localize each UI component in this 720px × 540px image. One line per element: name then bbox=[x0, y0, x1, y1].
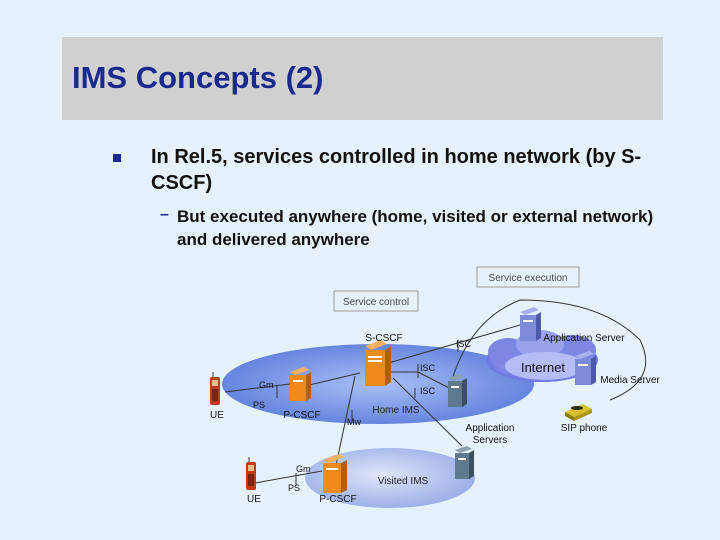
ue-home-phone-icon bbox=[210, 372, 220, 405]
application-server-top-label: Application Server bbox=[543, 333, 625, 344]
application-servers-label-line2: Servers bbox=[473, 435, 507, 446]
service-control-label: Service control bbox=[343, 297, 409, 308]
isc-low-label: ISC bbox=[420, 386, 436, 396]
p-cscf-visited-label: P-CSCF bbox=[319, 494, 356, 505]
sub-bullet-dash-icon: – bbox=[160, 206, 169, 223]
p-cscf-home-server-icon bbox=[290, 367, 311, 401]
s-cscf-label: S-CSCF bbox=[365, 333, 402, 344]
ue-visited-phone-icon bbox=[246, 457, 256, 490]
media-server-label: Media Server bbox=[600, 375, 660, 386]
p-cscf-visited-server-icon bbox=[323, 454, 347, 493]
visited-ims-label: Visited IMS bbox=[378, 476, 429, 487]
application-servers-home-icon bbox=[448, 374, 467, 407]
application-server-internet-icon bbox=[520, 307, 541, 341]
service-execution-box bbox=[476, 266, 580, 288]
isc-top-label: ISC bbox=[456, 339, 472, 349]
gm-visited-label: Gm bbox=[296, 464, 311, 474]
visited-ims-network bbox=[305, 448, 475, 508]
slide-title: IMS Concepts (2) bbox=[72, 60, 324, 95]
title-bar bbox=[62, 37, 663, 120]
service-control-box bbox=[333, 290, 419, 312]
bullet-text: In Rel.5, services controlled in home ne… bbox=[151, 146, 642, 194]
service-execution-label: Service execution bbox=[489, 273, 568, 284]
p-cscf-home-label: P-CSCF bbox=[283, 410, 320, 421]
sip-phone-label: SIP phone bbox=[561, 423, 608, 434]
bullet-square-icon bbox=[113, 154, 121, 162]
s-cscf-server-icon bbox=[365, 340, 391, 386]
internet-label: Internet bbox=[521, 360, 565, 375]
sub-bullet-text: But executed anywhere (home, visited or … bbox=[177, 207, 654, 249]
ue-visited-label: UE bbox=[247, 494, 261, 505]
internet-cloud-icon bbox=[486, 330, 598, 382]
media-server-icon bbox=[575, 351, 596, 385]
ps-home-label: PS bbox=[253, 400, 265, 410]
gm-home-label: Gm bbox=[259, 380, 274, 390]
application-servers-grey-icon bbox=[455, 446, 474, 479]
home-ims-label: Home IMS bbox=[372, 405, 420, 416]
ps-visited-label: PS bbox=[288, 483, 300, 493]
ue-home-label: UE bbox=[210, 410, 224, 421]
sip-phone-icon bbox=[565, 404, 592, 421]
isc-mid-label: ISC bbox=[420, 363, 436, 373]
service-execution-path bbox=[451, 299, 647, 401]
application-servers-label-line1: Application bbox=[466, 423, 515, 434]
mw-label: Mw bbox=[347, 417, 361, 427]
